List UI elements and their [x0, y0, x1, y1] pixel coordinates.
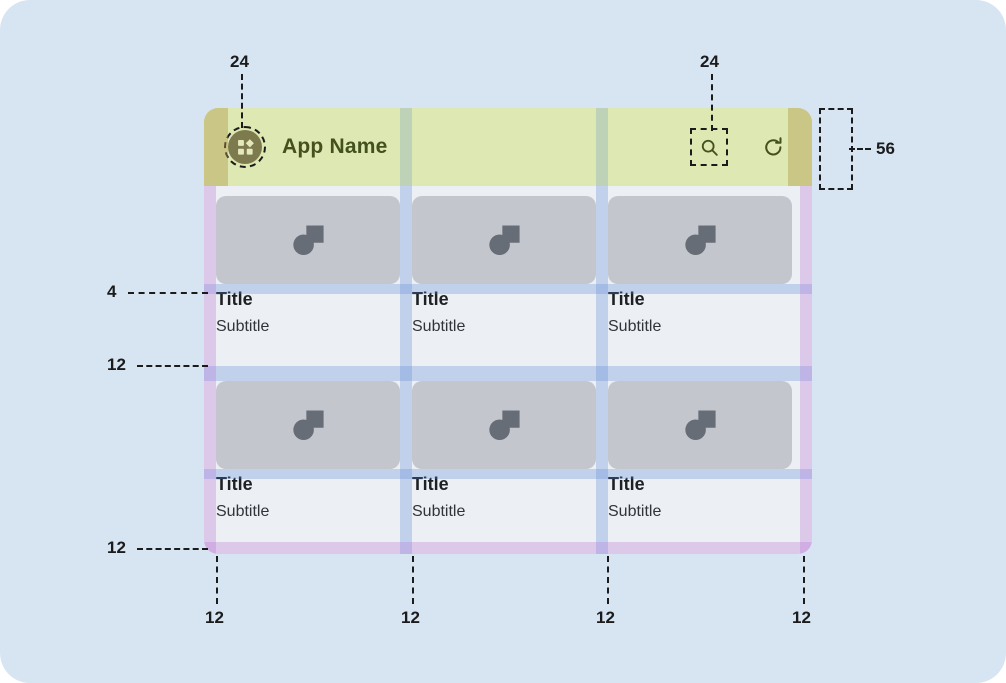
gutter-band-1	[400, 186, 412, 554]
card-media	[608, 196, 792, 284]
card-subtitle: Subtitle	[608, 502, 662, 520]
card-subtitle: Subtitle	[216, 317, 270, 335]
card-5[interactable]: Title Subtitle	[412, 381, 596, 522]
card-subtitle: Subtitle	[216, 502, 270, 520]
app-bar-content: App Name	[224, 108, 788, 186]
leader-bottom-margin	[137, 548, 208, 550]
annotation-search-touch-target: 24	[700, 52, 719, 71]
card-4[interactable]: Title Subtitle	[216, 381, 400, 522]
card-text: Title Subtitle	[412, 469, 596, 522]
left-margin-band	[204, 186, 216, 554]
card-title: Title	[216, 474, 253, 494]
annotation-gutter-2: 12	[596, 608, 615, 627]
right-margin-band	[800, 186, 812, 554]
appbar-left-padding-band	[204, 108, 228, 186]
leader-media-title-gap	[128, 292, 208, 294]
leader-gutter-2	[607, 556, 609, 604]
card-title: Title	[608, 289, 645, 309]
card-subtitle: Subtitle	[412, 317, 466, 335]
media-text-gap-band-row1	[204, 284, 812, 294]
annotation-row-gap: 12	[107, 355, 126, 374]
leader-menu-touch-target	[241, 74, 243, 128]
leader-right-margin	[803, 556, 805, 604]
annotation-appbar-height: 56	[876, 139, 895, 158]
annotation-menu-touch-target: 24	[230, 52, 249, 71]
appbar-gutter-band-2	[596, 108, 608, 186]
card-text: Title Subtitle	[216, 469, 400, 522]
app-bar: App Name	[204, 108, 812, 186]
card-3[interactable]: Title Subtitle	[608, 196, 792, 337]
leader-row-gap	[137, 365, 208, 367]
card-text: Title Subtitle	[216, 284, 400, 337]
annotation-bottom-margin: 12	[107, 538, 126, 557]
card-2[interactable]: Title Subtitle	[412, 196, 596, 337]
leader-search-touch-target	[711, 74, 713, 131]
bottom-margin-band	[204, 542, 812, 554]
annotation-right-margin: 12	[792, 608, 811, 627]
media-text-gap-band-row2	[204, 469, 812, 479]
card-text: Title Subtitle	[608, 284, 792, 337]
app-bar-title: App Name	[282, 135, 388, 158]
card-media	[608, 381, 792, 469]
gutter-band-2	[596, 186, 608, 554]
annotation-gutter-1: 12	[401, 608, 420, 627]
card-subtitle: Subtitle	[412, 502, 466, 520]
refresh-icon[interactable]	[758, 132, 788, 162]
card-1[interactable]: Title Subtitle	[216, 196, 400, 337]
widgets-icon[interactable]	[224, 126, 266, 168]
card-media	[412, 381, 596, 469]
card-media	[412, 196, 596, 284]
row-gap-band	[204, 366, 812, 381]
card-6[interactable]: Title Subtitle	[608, 381, 792, 522]
appbar-gutter-band-1	[400, 108, 412, 186]
leader-appbar-height	[849, 148, 871, 150]
card-title: Title	[412, 474, 449, 494]
card-media	[216, 196, 400, 284]
leader-gutter-1	[412, 556, 414, 604]
appbar-height-box	[819, 108, 853, 190]
card-title: Title	[412, 289, 449, 309]
search-icon[interactable]	[690, 128, 728, 166]
card-text: Title Subtitle	[608, 469, 792, 522]
card-title: Title	[216, 289, 253, 309]
leader-left-margin	[216, 556, 218, 604]
card-grid: Title Subtitle Title Subtitle	[204, 186, 812, 554]
annotation-media-title-gap: 4	[107, 282, 117, 301]
app-layout-frame: App Name	[204, 108, 812, 554]
annotation-left-margin: 12	[205, 608, 224, 627]
card-title: Title	[608, 474, 645, 494]
card-subtitle: Subtitle	[608, 317, 662, 335]
appbar-right-padding-band	[788, 108, 812, 186]
card-media	[216, 381, 400, 469]
card-text: Title Subtitle	[412, 284, 596, 337]
